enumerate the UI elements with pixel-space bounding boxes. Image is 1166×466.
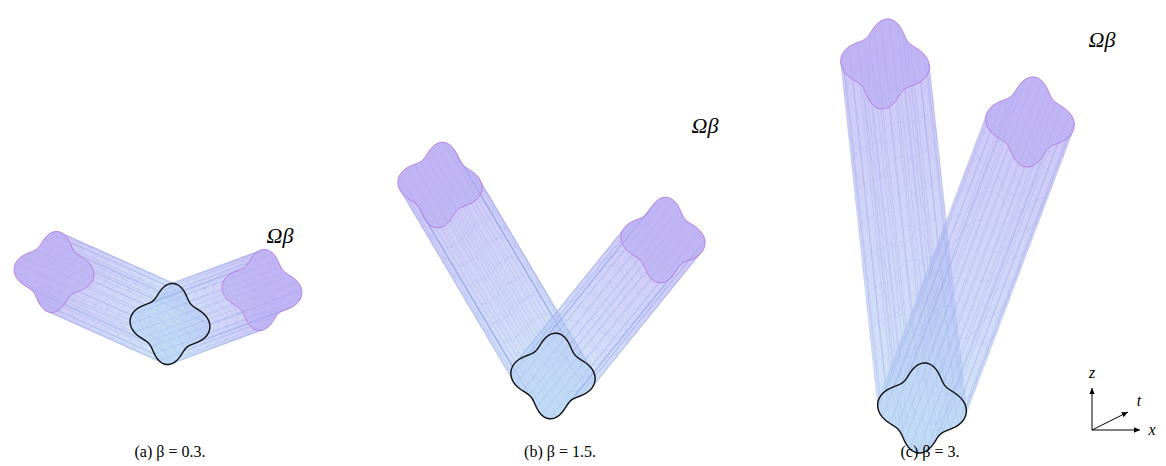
mesh-line bbox=[166, 330, 258, 364]
mesh-ring bbox=[555, 279, 639, 365]
mesh-line bbox=[541, 279, 651, 415]
mesh-line bbox=[901, 147, 1009, 433]
mesh-line bbox=[515, 249, 625, 385]
label-anchor: (c) β = 3. bbox=[901, 443, 960, 461]
tube-slice bbox=[986, 77, 1075, 167]
mesh-line bbox=[905, 155, 1013, 441]
tube-slice bbox=[398, 142, 482, 228]
mesh-ring bbox=[932, 220, 1021, 310]
label-anchor: z bbox=[1089, 364, 1095, 382]
axis-label: x bbox=[1148, 421, 1155, 438]
base-outline bbox=[511, 333, 595, 419]
mesh-line bbox=[942, 147, 1050, 433]
mesh-line bbox=[154, 320, 246, 354]
mesh-line bbox=[402, 194, 515, 385]
mesh-ring bbox=[522, 320, 606, 406]
end-cap bbox=[986, 77, 1075, 167]
mesh-line bbox=[587, 257, 697, 393]
mesh-ring bbox=[942, 191, 1031, 281]
base-outline bbox=[130, 283, 210, 364]
subfigure-caption: (a) β = 0.3. bbox=[135, 443, 206, 460]
end-cap bbox=[398, 142, 482, 228]
label-anchor: Ωβ bbox=[1089, 28, 1116, 52]
swept-domain bbox=[841, 19, 1075, 453]
tube-slice bbox=[222, 249, 302, 330]
axis-label: z bbox=[1089, 364, 1095, 381]
z-axis bbox=[1092, 388, 1093, 430]
mesh-ring bbox=[921, 249, 1010, 339]
mesh-line bbox=[886, 105, 994, 391]
tube-slice bbox=[14, 231, 94, 312]
mesh-ring bbox=[953, 163, 1042, 253]
mesh-line bbox=[910, 163, 1018, 449]
mesh-ring bbox=[910, 277, 999, 367]
domain-label: Ωβ bbox=[267, 223, 294, 248]
domain-label: Ωβ bbox=[692, 113, 719, 138]
mesh-ring bbox=[566, 265, 650, 351]
label-anchor: Ωβ bbox=[267, 224, 294, 248]
mesh-line bbox=[897, 142, 1005, 428]
mesh-line bbox=[132, 281, 224, 315]
mesh-line bbox=[529, 259, 639, 395]
subfigure-caption: (c) β = 3. bbox=[901, 443, 960, 460]
mesh-line bbox=[879, 112, 987, 398]
mesh-ring bbox=[888, 334, 977, 424]
end-cap bbox=[841, 19, 930, 109]
mesh-ring bbox=[544, 292, 628, 378]
tube bbox=[878, 77, 1075, 453]
t-axis bbox=[1092, 412, 1128, 430]
end-cap bbox=[621, 197, 705, 283]
axis-label: t bbox=[1137, 392, 1141, 409]
mesh-line bbox=[938, 151, 1046, 437]
label-anchor: Ωβ bbox=[692, 114, 719, 138]
mesh-line bbox=[926, 165, 1034, 451]
tube bbox=[511, 197, 705, 419]
domain-label: Ωβ bbox=[1089, 27, 1116, 52]
end-cap bbox=[14, 231, 94, 312]
mesh-line bbox=[882, 131, 990, 417]
label-anchor: x bbox=[1148, 421, 1155, 439]
mesh-line bbox=[141, 304, 233, 338]
mesh-line bbox=[549, 283, 659, 419]
mesh-line bbox=[965, 132, 1073, 418]
swept-domain bbox=[398, 142, 705, 419]
mesh-line bbox=[841, 64, 878, 408]
label-anchor: t bbox=[1137, 392, 1141, 410]
swept-domain bbox=[14, 231, 302, 364]
mesh-line bbox=[918, 167, 1026, 453]
mesh-line bbox=[890, 137, 998, 423]
tube bbox=[130, 249, 302, 364]
swept-tubes bbox=[14, 19, 1074, 453]
mesh-line bbox=[512, 231, 622, 367]
mesh-line bbox=[557, 281, 667, 417]
mesh-line bbox=[933, 159, 1041, 445]
tube-body bbox=[511, 197, 705, 419]
tube-slice bbox=[621, 197, 705, 283]
mesh-line bbox=[853, 79, 890, 423]
mesh-line bbox=[572, 263, 682, 399]
mesh-line bbox=[568, 268, 678, 404]
mesh-line bbox=[949, 144, 1057, 430]
x-axis bbox=[1092, 430, 1140, 431]
mesh-line bbox=[958, 139, 1066, 425]
mesh-ring bbox=[533, 306, 617, 392]
label-anchor: (b) β = 1.5. bbox=[524, 443, 596, 461]
mesh-line bbox=[410, 200, 523, 391]
mesh-line bbox=[895, 100, 1003, 386]
end-cap bbox=[222, 249, 302, 330]
mesh-line bbox=[159, 327, 251, 361]
label-anchor: (a) β = 0.3. bbox=[135, 443, 206, 461]
base-outline bbox=[878, 363, 967, 453]
mesh-line bbox=[147, 308, 239, 342]
mesh-line bbox=[902, 97, 1010, 383]
axis-triad bbox=[1092, 388, 1140, 430]
subfigure-caption: (b) β = 1.5. bbox=[524, 443, 596, 460]
tube-body bbox=[130, 249, 302, 364]
tube-body bbox=[878, 77, 1075, 453]
mesh-ring bbox=[899, 306, 988, 396]
